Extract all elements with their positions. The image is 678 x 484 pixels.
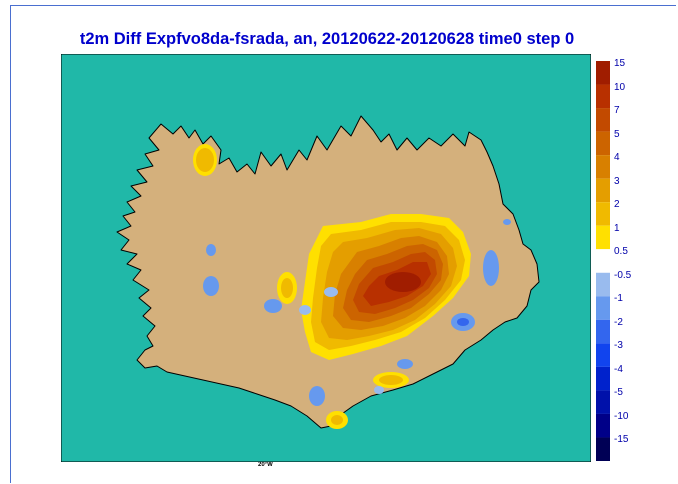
legend-tick-label: -0.5	[614, 269, 632, 281]
contour-cool-south	[397, 359, 413, 369]
contour-cool-center	[324, 287, 338, 297]
legend-tick-label: -1	[614, 293, 623, 305]
legend-tick-label: 15	[614, 58, 626, 69]
legend-swatch	[596, 131, 610, 156]
legend-tick-label: 4	[614, 152, 620, 164]
legend-tick-label: -10	[614, 410, 629, 422]
map-panel	[61, 54, 591, 462]
legend-tick-label: 2	[614, 199, 620, 211]
legend-tick-label: 0.5	[614, 246, 628, 258]
color-legend: 15 10 7 5 4 3 2 1 0.5 -0.5 -1 -2 -3 -4 -5 -10 -15	[596, 58, 676, 461]
map-canvas	[61, 54, 591, 462]
legend-tick-label: 5	[614, 128, 620, 140]
legend-swatch	[596, 366, 610, 391]
legend-tick-label: 10	[614, 81, 626, 93]
legend-swatch	[596, 413, 610, 438]
legend-swatch	[596, 202, 610, 226]
contour-cool-east	[483, 250, 499, 286]
legend-tick-label: -15	[614, 434, 629, 446]
legend-tick-label: -3	[614, 340, 623, 352]
legend-swatch	[596, 249, 610, 273]
legend-swatch	[596, 437, 610, 461]
contour-cool-se-core	[457, 318, 469, 326]
contour-south-orange	[379, 375, 403, 385]
contour-cool-wc2	[299, 305, 311, 315]
map-title: t2m Diff Expfvo8da-fsrada, an, 20120622-…	[79, 30, 575, 48]
contour-cool-sw	[309, 386, 325, 406]
legend-swatch	[596, 272, 610, 297]
legend-swatch	[596, 296, 610, 320]
frame-left-line	[10, 5, 11, 483]
legend-swatch	[596, 108, 610, 132]
legend-swatch	[596, 225, 610, 250]
legend-tick-label: 3	[614, 175, 620, 187]
legend-swatch	[596, 319, 610, 344]
legend-swatch	[596, 390, 610, 414]
contour-central-peak	[385, 272, 421, 292]
x-axis-label: 20°W	[258, 462, 273, 468]
legend-colorbar	[596, 61, 610, 461]
legend-swatch	[596, 155, 610, 179]
legend-tick-label: -5	[614, 387, 623, 399]
contour-nw-orange	[196, 148, 214, 172]
legend-tick-label: -2	[614, 316, 623, 328]
contour-wc-orange	[281, 278, 293, 298]
legend-swatch	[596, 61, 610, 85]
frame-top-line	[10, 5, 676, 6]
legend-tick-label: -4	[614, 363, 623, 375]
legend-tick-label: 7	[614, 105, 620, 117]
contour-cool-west	[203, 276, 219, 296]
contour-ssw-orange	[331, 415, 343, 425]
contour-cool-wc	[264, 299, 282, 313]
contour-cool-w2	[206, 244, 216, 256]
legend-swatch	[596, 178, 610, 203]
legend-swatch	[596, 84, 610, 109]
legend-swatch	[596, 343, 610, 367]
contour-cool-east-small	[503, 219, 511, 225]
contour-cool-s2	[374, 386, 384, 394]
legend-tick-label: 1	[614, 222, 620, 234]
